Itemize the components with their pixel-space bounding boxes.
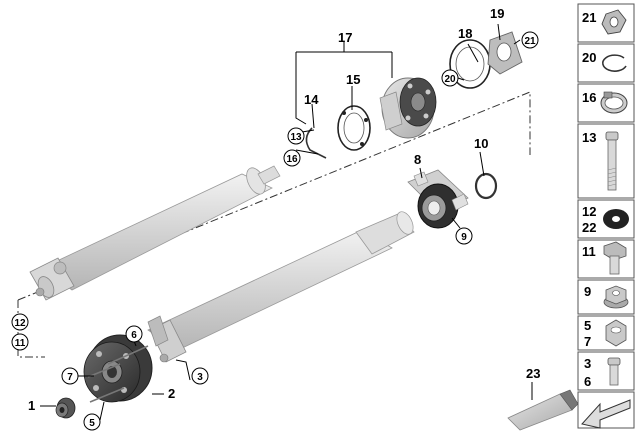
front-universal-joint	[29, 257, 75, 301]
callout-3: 3	[197, 372, 203, 383]
front-small-parts	[305, 105, 371, 159]
callout-8: 8	[414, 152, 421, 167]
legend-box-13	[577, 123, 635, 199]
legend-label-5: 5	[584, 318, 591, 333]
flange-coupling	[379, 77, 437, 139]
callout-2: 2	[168, 386, 175, 401]
legend-label-11: 11	[582, 244, 596, 259]
rear-drive-shaft	[147, 211, 415, 363]
callout-19: 19	[490, 6, 504, 21]
centering-sleeve	[55, 397, 76, 419]
legend-label-9: 9	[584, 284, 591, 299]
flex-disc-bolts	[87, 345, 149, 403]
rear-yoke	[147, 315, 187, 363]
legend-label-13: 13	[582, 130, 596, 145]
parts-legend: 21 20 16 13 12 22 11 9 5 7 3 6	[577, 3, 635, 429]
long-bolt-icon	[605, 131, 619, 191]
circled-callouts	[11, 31, 539, 431]
callout-17: 17	[338, 30, 352, 45]
legend-label-20: 20	[582, 50, 596, 65]
leader-lines	[40, 23, 533, 421]
callout-labels: 17 15 14 18 19 10 8 1 2 23	[28, 6, 540, 413]
circlip-icon	[602, 54, 627, 72]
legend-label-16: 16	[582, 90, 596, 105]
callout-9: 9	[461, 232, 467, 243]
circled-callout-labels: 13 16 20 21 9 12 11 6 7 5 3	[14, 36, 536, 429]
callout-1: 1	[28, 398, 35, 413]
washer-icon	[603, 209, 629, 229]
flange-plate	[487, 31, 523, 75]
hose-clamp-icon	[600, 91, 628, 114]
callout-10: 10	[474, 136, 488, 151]
direction-arrow-icon	[581, 399, 631, 429]
callout-23: 23	[526, 366, 540, 381]
callout-5: 5	[89, 418, 95, 429]
legend-box-3-6	[577, 351, 635, 391]
callout-13: 13	[290, 132, 302, 143]
legend-box-20	[577, 43, 635, 83]
collar-nut-icon	[603, 285, 629, 309]
legend-label-6: 6	[584, 374, 591, 389]
front-drive-shaft	[29, 165, 281, 301]
legend-label-21: 21	[582, 10, 596, 25]
center-bearing	[407, 169, 469, 229]
legend-label-3: 3	[584, 356, 591, 371]
callout-15: 15	[346, 72, 360, 87]
callout-12: 12	[14, 318, 26, 329]
snap-ring	[474, 172, 498, 200]
legend-label-22: 22	[582, 220, 596, 235]
nut-flange-icon	[601, 9, 627, 35]
legend-box-11	[577, 239, 635, 279]
hex-nut-icon	[605, 319, 627, 347]
legend-label-12: 12	[582, 204, 596, 219]
callout-7: 7	[67, 372, 73, 383]
legend-label-7: 7	[584, 334, 591, 349]
assembly-frame	[17, 91, 531, 358]
callout-21: 21	[524, 36, 536, 47]
callout-14: 14	[304, 92, 319, 107]
callout-6: 6	[131, 330, 137, 341]
flex-disc	[83, 334, 153, 403]
callout-20: 20	[444, 74, 456, 85]
grease-tube	[507, 389, 579, 431]
callout-18: 18	[458, 26, 472, 41]
callout-11: 11	[15, 338, 26, 349]
hex-bolt-icon	[603, 241, 627, 275]
short-bolt-icon	[607, 357, 621, 386]
callout-16: 16	[286, 154, 298, 165]
